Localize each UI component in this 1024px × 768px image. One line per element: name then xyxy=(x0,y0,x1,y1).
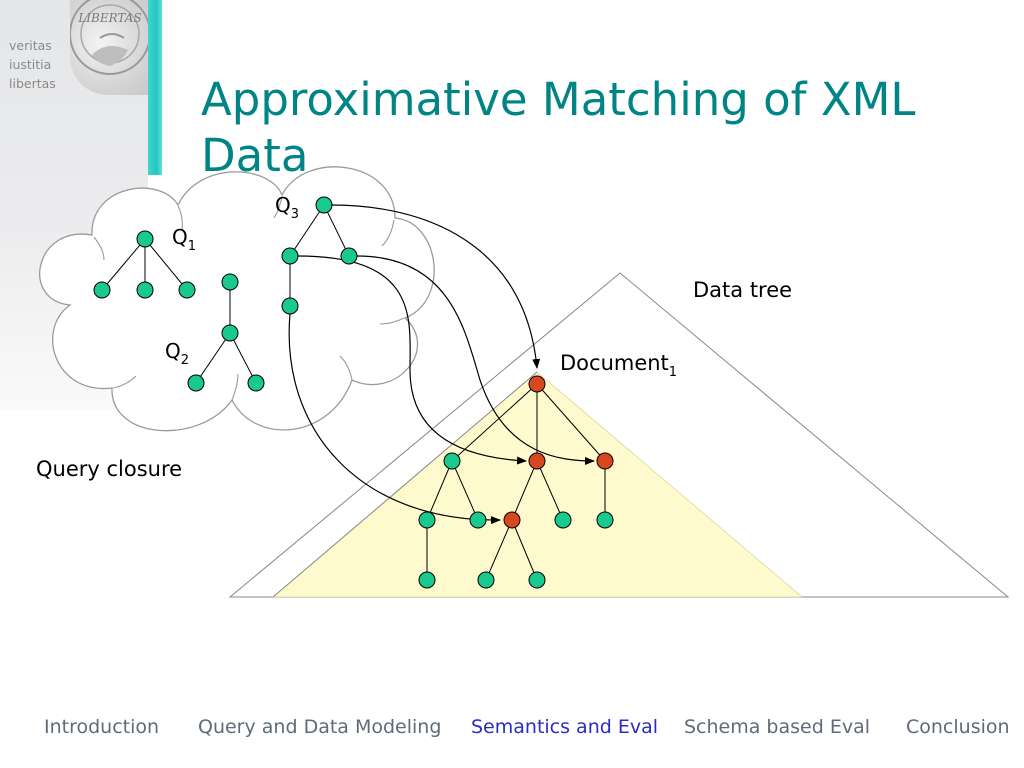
query-closure-cloud xyxy=(39,166,435,432)
match-arrow-q3-right xyxy=(356,255,595,465)
q3-child-node xyxy=(340,247,358,265)
nav-item-semantics-and-eval[interactable]: Semantics and Eval xyxy=(471,716,659,738)
nav-item-schema-based-eval[interactable]: Schema based Eval xyxy=(684,716,870,738)
nav-item-introduction[interactable]: Introduction xyxy=(44,716,160,738)
slide-title-line-1: Approximative Matching of XML xyxy=(201,73,916,126)
university-seal-logo: LIBERTAS xyxy=(70,0,148,95)
label-q1: Q1 xyxy=(172,225,196,254)
motto-line: iustitia xyxy=(9,57,52,72)
q2-leaf-node xyxy=(247,374,265,392)
label-q2: Q2 xyxy=(165,339,189,368)
q2-mid-node xyxy=(221,324,239,342)
document-root-node-matched xyxy=(528,375,546,393)
q1-root-node xyxy=(136,230,154,248)
document-node-matched xyxy=(528,452,546,470)
document-node xyxy=(443,452,461,470)
nav-item-conclusion[interactable]: Conclusion xyxy=(906,716,1010,738)
motto-line: libertas xyxy=(9,76,56,91)
document-node xyxy=(418,571,436,589)
document-node-matched xyxy=(503,511,521,529)
document-node xyxy=(418,511,436,529)
svg-text:LIBERTAS: LIBERTAS xyxy=(77,11,141,25)
document-tree-edges xyxy=(426,383,606,581)
label-q3: Q3 xyxy=(275,193,299,222)
q1-leaf-node xyxy=(136,281,154,299)
motto-line: veritas xyxy=(9,38,52,53)
q3-leaf-node xyxy=(281,297,299,315)
footer-nav: Introduction Query and Data Modeling Sem… xyxy=(0,716,1024,746)
q3-child-node xyxy=(281,247,299,265)
matching-arrows xyxy=(288,204,595,525)
label-query-closure: Query closure xyxy=(36,457,182,481)
label-document: Document1 xyxy=(560,351,677,380)
document-node xyxy=(469,511,487,529)
document-node xyxy=(528,571,546,589)
nav-item-query-and-data-modeling[interactable]: Query and Data Modeling xyxy=(198,716,442,738)
match-arrow-q3-left xyxy=(297,255,527,465)
q2-leaf-node xyxy=(187,374,205,392)
slide-title: Approximative Matching of XML Data xyxy=(201,72,1001,184)
document-node xyxy=(596,511,614,529)
q3-root-node xyxy=(315,196,333,214)
match-arrow-q3-root xyxy=(331,204,541,369)
document-node-matched xyxy=(596,452,614,470)
university-motto: veritas iustitia libertas xyxy=(9,36,56,93)
document-node xyxy=(477,571,495,589)
q2-root-node xyxy=(221,273,239,291)
label-data-tree: Data tree xyxy=(693,278,792,302)
document-node xyxy=(554,511,572,529)
q1-leaf-node xyxy=(93,281,111,299)
accent-bar xyxy=(148,0,162,175)
match-arrow-q3-leaf xyxy=(288,313,501,525)
q1-leaf-node xyxy=(178,281,196,299)
